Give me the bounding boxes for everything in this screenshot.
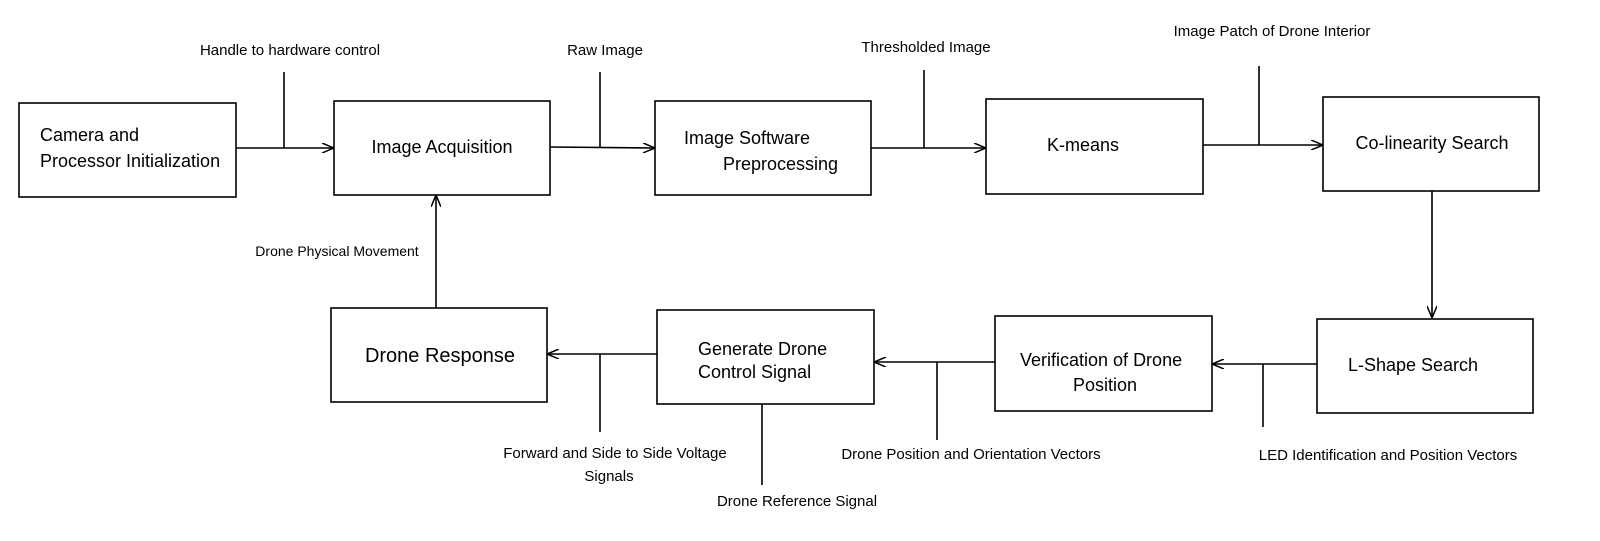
box-control-signal: Generate Drone Control Signal [656,309,875,405]
arrow-lshape-to-verification [1213,364,1317,427]
preprocessing-line2: Preprocessing [723,154,838,174]
camera-init-line2: Processor Initialization [40,151,220,171]
label-handle-hw: Handle to hardware control [200,42,380,59]
preprocessing-line1: Image Software [684,128,810,148]
box-colinearity: Co-linearity Search [1322,96,1540,192]
arrow-acquisition-to-preprocessing [549,72,654,148]
arrow-preprocessing-to-kmeans [871,70,985,148]
camera-init-line1: Camera and [40,125,139,145]
control-signal-line2: Control Signal [698,362,811,382]
box-lshape: L-Shape Search [1316,318,1534,414]
verification-line1: Verification of Drone [1020,350,1182,370]
arrow-kmeans-to-colinearity [1203,66,1322,145]
control-signal-line1: Generate Drone [698,339,827,359]
lshape-label: L-Shape Search [1348,355,1478,375]
box-image-acquisition: Image Acquisition [333,100,551,196]
label-thresholded: Thresholded Image [861,39,990,56]
drone-response-label: Drone Response [365,345,515,367]
kmeans-label: K-means [1047,135,1119,155]
box-kmeans: K-means [985,98,1204,195]
verification-line2: Position [1073,375,1137,395]
label-led-ident: LED Identification and Position Vectors [1259,447,1518,464]
label-movement: Drone Physical Movement [255,243,419,259]
arrow-camera-to-acquisition [236,72,333,148]
box-verification: Verification of Drone Position [994,315,1213,412]
label-voltage-line2: Signals [584,468,633,485]
image-acquisition-label: Image Acquisition [371,137,512,157]
box-camera-init: Camera and Processor Initialization [18,102,237,198]
colinearity-label: Co-linearity Search [1355,133,1508,153]
arrow-verification-to-control [875,362,995,440]
label-raw-image: Raw Image [567,42,643,59]
label-voltage-line1: Forward and Side to Side Voltage [503,445,726,462]
label-reference: Drone Reference Signal [717,493,877,510]
box-preprocessing: Image Software Preprocessing [654,100,872,196]
arrow-control-to-response [548,354,657,432]
label-pos-orient: Drone Position and Orientation Vectors [841,446,1100,463]
box-drone-response: Drone Response [330,307,548,403]
label-image-patch: Image Patch of Drone Interior [1174,23,1371,40]
